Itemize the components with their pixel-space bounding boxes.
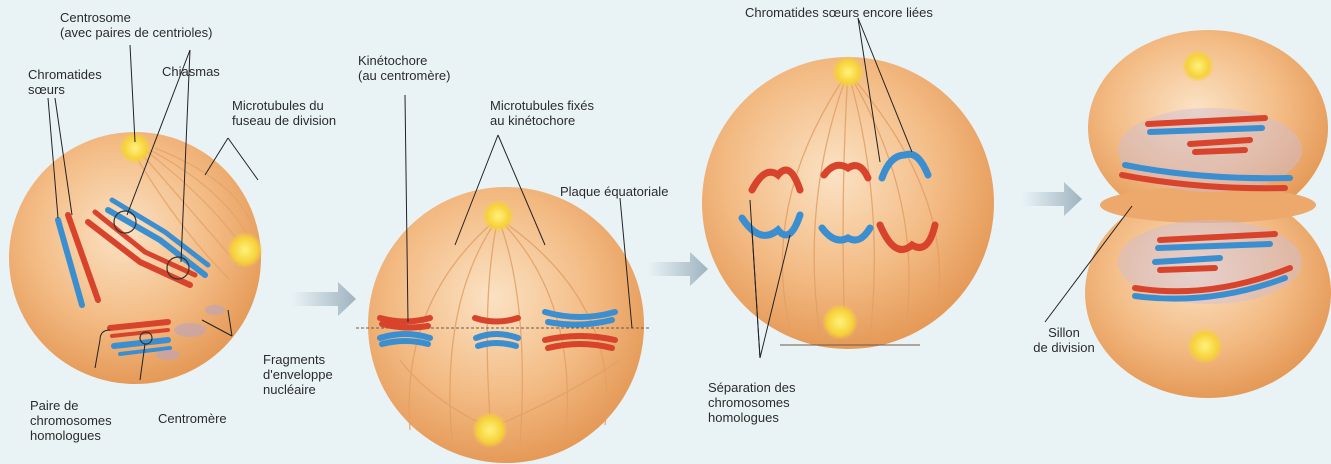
label-chromatides-line2: sœurs [28,82,102,97]
centrosome-icon [822,304,858,340]
label-centrosome: Centrosome (avec paires de centrioles) [60,10,212,40]
label-fragments-line3: nucléaire [263,382,333,397]
label-microtubules-fuseau-line2: fuseau de division [232,113,336,128]
label-microtubules-fuseau: Microtubules du fuseau de division [232,98,336,128]
label-kinetochore-line1: Kinétochore [358,53,450,68]
label-chromatides-soeurs: Chromatides sœurs [28,67,102,97]
centrosome-icon [472,412,508,448]
centrosome-icon [1187,328,1223,364]
label-fragments-line1: Fragments [263,352,333,367]
label-paire-line3: homologues [30,428,112,443]
label-microtubules-fixes-line1: Microtubules fixés [490,98,594,113]
label-microtubules-fixes: Microtubules fixés au kinétochore [490,98,594,128]
label-chromatides-line1: Chromatides [28,67,102,82]
label-paire-line1: Paire de [30,398,112,413]
centrosome-icon [832,56,864,88]
label-kinetochore-line2: (au centromère) [358,68,450,83]
label-separation-line2: chromosomes [708,395,795,410]
label-microtubules-fuseau-line1: Microtubules du [232,98,336,113]
label-chiasmas: Chiasmas [162,64,220,79]
label-fragments-enveloppe: Fragments d'enveloppe nucléaire [263,352,333,397]
label-centrosome-line1: Centrosome [60,10,212,25]
label-kinetochore: Kinétochore (au centromère) [358,53,450,83]
centrosome-icon [1182,50,1214,82]
label-sillon-line2: de division [1024,340,1104,355]
label-plaque-equatoriale: Plaque équatoriale [560,184,668,199]
centrosome-icon [482,200,514,232]
label-centromere: Centromère [158,411,227,426]
label-plaque-text: Plaque équatoriale [560,184,668,199]
centrosome-icon [227,232,263,268]
label-separation-line3: homologues [708,410,795,425]
label-centromere-text: Centromère [158,411,227,426]
cell-prophase-1 [9,132,263,384]
label-sillon-division: Sillon de division [1024,325,1104,355]
cell-anaphase-1 [702,56,994,349]
arrow-3-icon [1022,182,1082,216]
label-centrosome-line2: (avec paires de centrioles) [60,25,212,40]
label-microtubules-fixes-line2: au kinétochore [490,113,594,128]
label-separation-line1: Séparation des [708,380,795,395]
label-chromatides-liees: Chromatides sœurs encore liées [745,5,933,20]
arrow-1-icon [292,282,356,316]
arrow-2-icon [648,252,708,286]
label-fragments-line2: d'enveloppe [263,367,333,382]
label-paire-line2: chromosomes [30,413,112,428]
label-sillon-line1: Sillon [1024,325,1104,340]
label-chromatides-liees-text: Chromatides sœurs encore liées [745,5,933,20]
cell-metaphase-1 [356,187,650,463]
cell-telophase-1 [1085,30,1331,398]
label-separation: Séparation des chromosomes homologues [708,380,795,425]
label-paire-chromosomes: Paire de chromosomes homologues [30,398,112,443]
label-chiasmas-text: Chiasmas [162,64,220,79]
